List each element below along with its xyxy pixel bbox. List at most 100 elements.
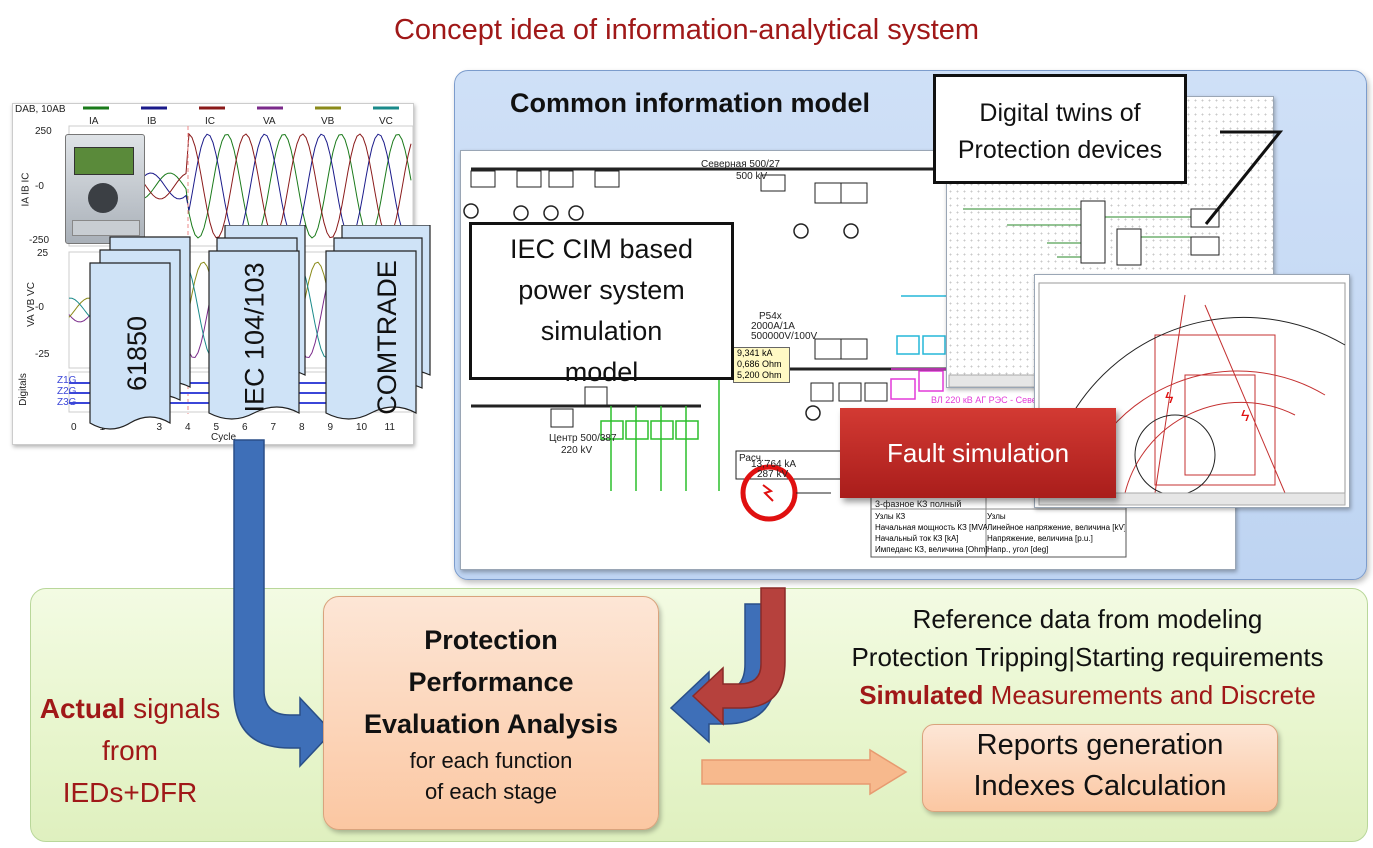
- table-row: Импеданс КЗ, величина [Ohm]Напр., угол […: [875, 544, 1125, 555]
- bus-top-label: Северная 500/27: [701, 159, 780, 170]
- osc-xtick: 8: [299, 422, 305, 433]
- table-cell: Начальный ток КЗ [kA]: [875, 534, 959, 543]
- callout-cim-line-4: model: [564, 357, 639, 387]
- ppea-sub-1: for each function: [409, 748, 573, 773]
- ppea-line-1: Protection: [424, 625, 558, 655]
- osc-axis-label-1: IA IB IC: [20, 172, 32, 207]
- fault-simulation-button[interactable]: Fault simulation: [840, 408, 1116, 498]
- readout-3: 5,200 Ohm: [737, 370, 782, 380]
- callout-twins-line-1: Digital twins of: [979, 99, 1141, 127]
- table-cell: Линейное напряжение, величина [kV]: [987, 523, 1125, 532]
- fault-result-3: 287 kV: [757, 469, 789, 480]
- page-title: Concept idea of information-analytical s…: [393, 14, 980, 46]
- document-iec-104-103: IEC 104/103: [239, 262, 270, 413]
- table-row: Начальный ток КЗ [kA] Напряжение, величин…: [875, 533, 1125, 544]
- osc-xtick: 10: [356, 422, 368, 433]
- table-cell: Узлы КЗ: [875, 512, 906, 521]
- digital-1: Z1G: [57, 375, 77, 386]
- callout-twins-line-2: Protection devices: [957, 136, 1163, 164]
- callout-digital-twins: Digital twins of Protection devices: [933, 74, 1187, 184]
- relay-value-1: 2000A/1A: [751, 321, 795, 332]
- osc-xlabel: Cycle: [211, 432, 237, 443]
- reports-box: Reports generation Indexes Calculation: [922, 724, 1278, 812]
- tick-y1-2: -250: [29, 235, 50, 246]
- legend-label-ia: IA: [89, 116, 99, 127]
- digital-3: Z3G: [57, 397, 77, 408]
- table-cell: Начальная мощность КЗ [MVA]: [875, 523, 987, 532]
- document-stacks: [89, 225, 431, 430]
- callout-cim-model: IEC CIM based power system simulation mo…: [469, 222, 734, 387]
- osc-xtick: 9: [327, 422, 334, 433]
- tick-y2-2: -25: [35, 349, 50, 360]
- fault-result-2: 13,764 kA: [751, 459, 797, 470]
- osc-xtick: 5: [213, 422, 220, 433]
- document-61850: 61850: [122, 315, 153, 392]
- readout-1: 9,341 kA: [737, 348, 773, 358]
- callout-cim-line-3: simulation: [540, 316, 663, 346]
- osc-xtick: 7: [270, 422, 277, 433]
- reference-line-3-rest: Measurements and Discrete: [983, 680, 1316, 710]
- callout-cim-line-1: IEC CIM based: [509, 234, 694, 264]
- legend-label-vc: VC: [379, 116, 393, 127]
- bus-top-kv: 500 kV: [736, 171, 768, 182]
- digital-2: Z2G: [57, 386, 77, 397]
- legend-label-ib: IB: [147, 116, 157, 127]
- protection-performance-box: Protection Performance Evaluation Analys…: [323, 596, 659, 830]
- reports-line-1: Reports generation: [976, 729, 1224, 761]
- readout-2: 0,686 Ohm: [737, 359, 782, 369]
- tick-y1-0: 250: [35, 126, 52, 137]
- tick-y2-0: 25: [37, 248, 49, 259]
- actual-rest: signals: [125, 693, 221, 724]
- reference-line-2: Protection Tripping|Starting requirement…: [851, 642, 1324, 672]
- svg-text:ϟ: ϟ: [1165, 390, 1174, 407]
- ppea-line-3: Evaluation Analysis: [363, 709, 619, 739]
- relay-label: P54x: [759, 311, 782, 322]
- osc-xtick: 6: [242, 422, 248, 433]
- legend-label-ic: IC: [205, 116, 215, 127]
- cim-title: Common information model: [510, 88, 870, 118]
- osc-axis-label-3: Digitals: [17, 373, 29, 406]
- osc-header: DAB, 10AB: [15, 104, 66, 115]
- blue-arrow: [233, 439, 334, 768]
- actual-line-3: IEDs+DFR: [62, 777, 198, 808]
- reference-line-3-bold: Simulated: [859, 680, 984, 710]
- actual-line-2: from: [102, 735, 158, 766]
- tick-y1-1: -0: [35, 181, 44, 192]
- fault-result-1: Расч...: [739, 453, 770, 464]
- ppea-line-2: Performance: [408, 667, 574, 697]
- table-cell: Напряжение, величина [p.u.]: [987, 534, 1093, 543]
- table-title: 3-фазное КЗ полный: [875, 499, 962, 509]
- osc-xtick: 11: [384, 422, 395, 433]
- legend-label-va: VA: [263, 116, 276, 127]
- reference-text: Reference data from modeling Protection …: [800, 600, 1373, 714]
- table-cell: Импеданс КЗ, величина [Ohm]: [875, 545, 987, 554]
- reports-line-2: Indexes Calculation: [973, 770, 1227, 802]
- ppea-sub-2: of each stage: [424, 779, 558, 804]
- relay-value-2: 500000V/100V: [751, 331, 818, 342]
- svg-text:ϟ: ϟ: [1241, 408, 1250, 425]
- actual-bold: Actual: [39, 693, 126, 724]
- model-arrows: [669, 587, 786, 744]
- bus-left-kv: 220 kV: [561, 445, 593, 456]
- osc-xtick: 3: [156, 422, 163, 433]
- callout-cim-line-2: power system: [518, 275, 685, 305]
- line-label: ВЛ 220 кВ АГ РЭС - Северная: [931, 395, 1057, 405]
- document-comtrade: COMTRADE: [371, 260, 402, 415]
- reference-line-3: Simulated Measurements and Discrete: [800, 676, 1373, 714]
- tick-y2-1: -0: [35, 302, 44, 313]
- actual-signals-text: Actual signals from IEDs+DFR: [30, 688, 230, 814]
- osc-axis-label-2: VA VB VC: [25, 282, 37, 327]
- table-row: Узлы КЗ Узлы: [875, 511, 1125, 522]
- table-cell: Узлы: [987, 512, 1006, 521]
- relay-device-image: [65, 134, 145, 244]
- table-cell: Напр., угол [deg]: [987, 545, 1049, 554]
- orange-arrow: [701, 748, 908, 796]
- callout-pointer: [1204, 130, 1284, 225]
- bus-left-label: Центр 500/387: [549, 433, 617, 444]
- osc-xtick: 0: [71, 422, 77, 433]
- table-row: Начальная мощность КЗ [MVA]Линейное напр…: [875, 522, 1125, 533]
- reference-line-1: Reference data from modeling: [912, 604, 1263, 634]
- legend-label-vb: VB: [321, 116, 335, 127]
- readout-box: 9,341 kA 0,686 Ohm 5,200 Ohm: [733, 347, 790, 383]
